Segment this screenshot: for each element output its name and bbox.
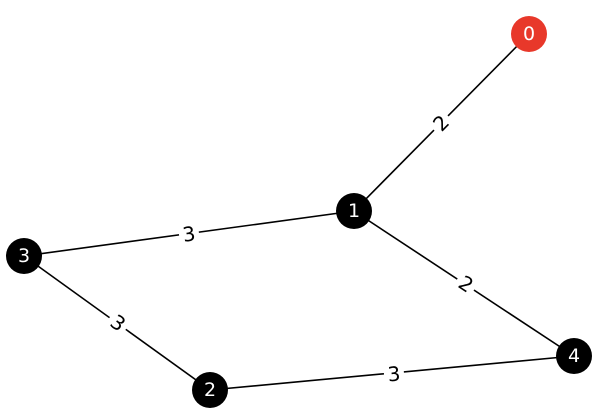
- node-label-2: 2: [204, 379, 216, 401]
- node-1: 1: [336, 193, 372, 229]
- node-3: 3: [6, 238, 42, 274]
- node-circle-1: [336, 193, 372, 229]
- node-label-0: 0: [523, 23, 535, 45]
- node-label-4: 4: [568, 345, 580, 367]
- edge-label-1-4: 2: [451, 268, 481, 300]
- node-circle-2: [192, 372, 228, 408]
- edge-weight-1-3: 3: [181, 221, 197, 247]
- node-4: 4: [556, 338, 592, 374]
- node-label-3: 3: [18, 245, 30, 267]
- node-2: 2: [192, 372, 228, 408]
- node-circle-4: [556, 338, 592, 374]
- node-circle-3: [6, 238, 42, 274]
- edge-label-1-3: 3: [177, 220, 201, 248]
- edge-weight-2-4: 3: [387, 361, 402, 386]
- node-label-1: 1: [348, 200, 360, 222]
- edge-label-2-4: 3: [382, 361, 406, 387]
- node-circle-0: [511, 16, 547, 52]
- node-0: 0: [511, 16, 547, 52]
- edge-label-3-2: 3: [102, 307, 134, 339]
